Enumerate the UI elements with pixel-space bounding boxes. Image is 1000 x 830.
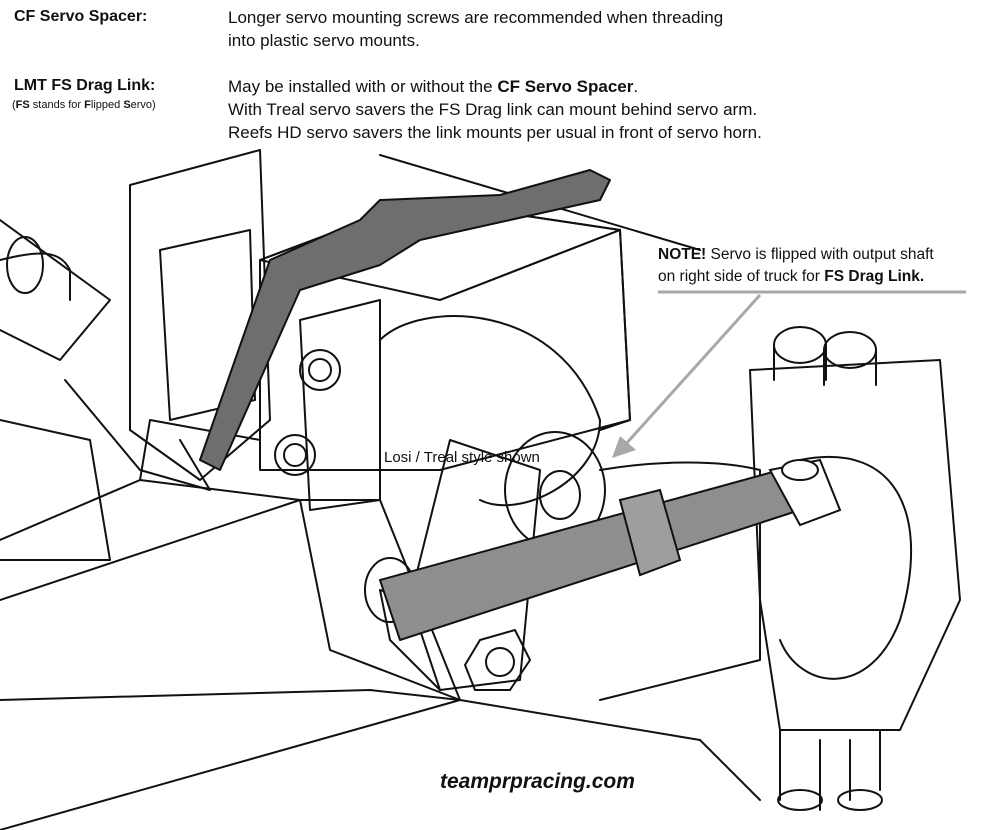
note-text: on right side of truck for bbox=[658, 268, 825, 285]
line-text: . bbox=[633, 77, 639, 96]
frame-right bbox=[459, 699, 761, 801]
drag-link-line-2: With Treal servo savers the FS Drag link… bbox=[228, 100, 758, 119]
knuckle-bolt-2 bbox=[823, 331, 877, 369]
servo-mount-base bbox=[64, 379, 211, 491]
horn-nut bbox=[464, 629, 531, 691]
drag-link-hex bbox=[618, 488, 682, 577]
sub-text: lipped bbox=[90, 99, 124, 111]
screw-head-lower bbox=[274, 434, 316, 476]
servo-tab bbox=[299, 299, 381, 511]
rod-end-ball bbox=[781, 459, 819, 481]
style-callout: Losi / Treal style shown bbox=[384, 449, 540, 466]
drag-link-description: May be installed with or without the CF … bbox=[228, 75, 762, 144]
sub-text: ( bbox=[12, 99, 16, 111]
fs-drag-link bbox=[379, 469, 801, 641]
chassis-edge bbox=[299, 499, 461, 701]
lower-bolt-1 bbox=[777, 789, 823, 811]
cf-spacer-line-2: into plastic servo mounts. bbox=[228, 31, 420, 50]
rear-plate bbox=[0, 419, 111, 561]
sub-bold: F bbox=[84, 99, 91, 111]
output-housing bbox=[379, 315, 601, 507]
note-bold: NOTE! bbox=[658, 246, 707, 263]
knuckle-bolt-body bbox=[773, 344, 877, 386]
servo-body-side bbox=[439, 229, 631, 431]
drag-link-line-3: Reefs HD servo savers the link mounts pe… bbox=[228, 123, 762, 142]
horn-nut-center bbox=[485, 647, 515, 677]
note-line-2: on right side of truck for FS Drag Link. bbox=[658, 266, 934, 288]
screw-head-upper bbox=[299, 349, 341, 391]
drag-link-line-1: May be installed with or without the CF … bbox=[228, 75, 762, 98]
screw-hex-lower bbox=[283, 443, 307, 467]
axle-tube bbox=[599, 461, 761, 701]
frame-lower bbox=[0, 689, 461, 701]
note-arrow-line bbox=[623, 293, 762, 447]
cf-spacer-description: Longer servo mounting screws are recomme… bbox=[228, 6, 723, 52]
servo-mount-face bbox=[159, 229, 256, 421]
lower-bolt-2 bbox=[837, 789, 883, 811]
screw-hex-upper bbox=[308, 358, 332, 382]
note-arrow-head bbox=[612, 436, 636, 458]
rear-tube bbox=[0, 252, 71, 301]
sub-bold: FS bbox=[15, 99, 30, 111]
cf-servo-spacer bbox=[199, 169, 611, 471]
knuckle-lower-bolts bbox=[779, 729, 881, 811]
sub-text: ervo) bbox=[130, 99, 156, 111]
drag-link-label: LMT FS Drag Link: bbox=[14, 77, 156, 94]
line-text: May be installed with or without the bbox=[228, 77, 498, 96]
line-bold: CF Servo Spacer bbox=[497, 77, 634, 96]
drag-link-subtitle: (FS stands for Flipped Servo) bbox=[12, 99, 156, 111]
note-bold: FS Drag Link. bbox=[824, 268, 925, 285]
sub-bold: S bbox=[123, 99, 131, 111]
output-shaft-hole bbox=[539, 470, 581, 520]
note-text: Servo is flipped with output shaft bbox=[706, 246, 934, 263]
sub-text: stands for bbox=[29, 99, 85, 111]
knuckle-bolt-1 bbox=[773, 326, 827, 364]
cf-spacer-label: CF Servo Spacer: bbox=[14, 8, 148, 25]
chassis-plane bbox=[0, 479, 301, 541]
note-line-1: NOTE! Servo is flipped with output shaft bbox=[658, 244, 934, 266]
website-url: teamprpracing.com bbox=[440, 770, 635, 793]
rear-rail bbox=[0, 219, 111, 361]
knuckle-inner bbox=[779, 455, 913, 680]
servo-mount bbox=[129, 149, 271, 481]
cf-spacer-line-1: Longer servo mounting screws are recomme… bbox=[228, 8, 724, 27]
chassis-outline bbox=[0, 499, 461, 830]
note-callout: NOTE! Servo is flipped with output shaft… bbox=[658, 244, 934, 288]
tube-end bbox=[6, 236, 44, 294]
